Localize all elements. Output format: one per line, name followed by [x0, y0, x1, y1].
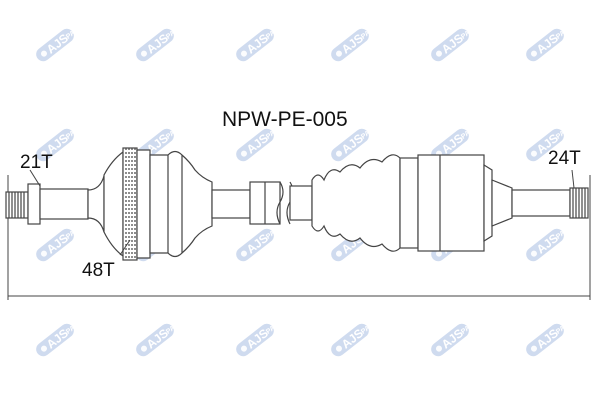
ajs-parts-watermark-logo: [428, 311, 485, 360]
ajs-parts-watermark-logo: [233, 311, 290, 360]
part-number-title: NPW-PE-005: [222, 108, 348, 131]
right-spline-end: [511, 187, 589, 219]
ajs-parts-watermark-logo: [133, 311, 190, 360]
ajs-parts-watermark-logo: [33, 311, 90, 360]
ajs-parts-watermark-logo: [133, 16, 190, 65]
ajs-parts-watermark-logo: [523, 16, 580, 65]
leader-lines: [29, 169, 575, 256]
left-spline-count-label: 21T: [20, 152, 53, 173]
abs-ring-tooth-count-label: 48T: [82, 260, 115, 281]
inner-cv-boot: [311, 154, 401, 252]
axle-shaft: [211, 181, 313, 225]
ajs-parts-watermark-logo: [233, 16, 290, 65]
ajs-parts-watermark-logo: [523, 216, 580, 265]
ajs-parts-watermark-logo: [523, 311, 580, 360]
left-threaded-end: [5, 175, 105, 233]
ajs-parts-watermark-logo: [328, 311, 385, 360]
ajs-parts-watermark-logo: [328, 16, 385, 65]
outer-cv-joint: [103, 147, 213, 261]
ajs-parts-watermark-logo: [33, 16, 90, 65]
ajs-parts-watermark-logo: [33, 216, 90, 265]
right-spline-count-label: 24T: [548, 148, 581, 169]
ajs-parts-watermark-logo: [428, 16, 485, 65]
inner-cv-joint: [399, 154, 513, 252]
